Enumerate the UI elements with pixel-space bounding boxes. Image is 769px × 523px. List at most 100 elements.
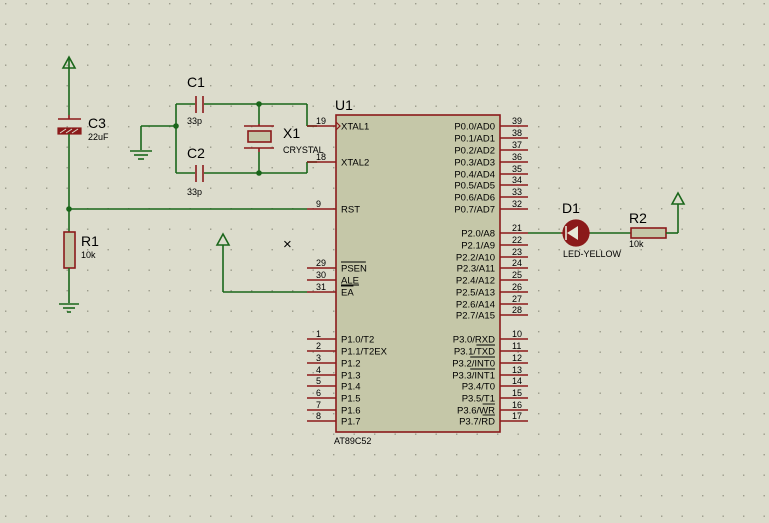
pin-number: 19: [316, 116, 326, 126]
pin-number: 34: [512, 175, 522, 185]
no-connect-marker[interactable]: ×: [283, 236, 292, 253]
pin-name: P1.1/T2EX: [341, 347, 388, 358]
crystal-x1[interactable]: [244, 124, 274, 152]
pin-name: P3.0/RXD: [453, 335, 495, 346]
pin-number: 33: [512, 187, 522, 197]
power-terminal-top-left[interactable]: [61, 55, 77, 70]
led-d1[interactable]: [561, 219, 590, 247]
pin-name: P2.6/A14: [456, 300, 495, 311]
pin-name: P3.7/RD: [459, 417, 495, 428]
pin-name: RST: [341, 205, 360, 216]
ground-symbol-crystal[interactable]: [130, 150, 152, 160]
c2-value-label: 33p: [187, 187, 202, 197]
r2-ref-label: R2: [629, 210, 647, 226]
pin-name: P0.4/AD4: [454, 170, 495, 181]
pin-number: 28: [512, 305, 522, 315]
pin-number: 25: [512, 270, 522, 280]
pin-name: P3.3/INT1: [452, 371, 495, 382]
ground-symbol-r1[interactable]: [59, 303, 79, 313]
r1-ref-label: R1: [81, 233, 99, 249]
pin-name: ALE: [341, 276, 359, 287]
capacitor-c1[interactable]: [195, 96, 204, 113]
pin-number: 7: [316, 400, 321, 410]
resistor-r2[interactable]: [630, 227, 667, 239]
pin-number: 3: [316, 353, 321, 363]
pin-name: P0.0/AD0: [454, 122, 495, 133]
chip-pin-5[interactable]: 5P1.4: [307, 376, 361, 393]
pin-name: P2.3/A11: [457, 264, 495, 275]
junction-x1-bottom: [256, 170, 262, 176]
pin-name: XTAL2: [341, 158, 369, 169]
pin-number: 32: [512, 199, 522, 209]
u1-ref-label: U1: [335, 97, 353, 113]
pin-number: 11: [512, 341, 521, 351]
x1-value-label: CRYSTAL: [283, 145, 324, 155]
x1-ref-label: X1: [283, 125, 300, 141]
r1-value-label: 10k: [81, 250, 96, 260]
pin-name: P1.6: [341, 406, 361, 417]
pin-number: 37: [512, 140, 522, 150]
pin-number: 22: [512, 235, 522, 245]
pin-name: P2.0/A8: [461, 229, 495, 240]
pin-number: 10: [512, 329, 522, 339]
chip-pin-8[interactable]: 8P1.7: [307, 411, 361, 428]
pin-number: 30: [316, 270, 326, 280]
r2-value-label: 10k: [629, 239, 644, 249]
chip-pin-4[interactable]: 4P1.3: [307, 365, 361, 382]
c2-ref-label: C2: [187, 145, 205, 161]
chip-u1-body[interactable]: [335, 114, 501, 433]
pin-number: 26: [512, 282, 522, 292]
resistor-r1[interactable]: [63, 231, 76, 269]
pin-name: P0.6/AD6: [454, 193, 495, 204]
pin-name: P2.5/A13: [456, 288, 495, 299]
power-terminal-ea[interactable]: [215, 232, 231, 250]
junction-cap-ground: [173, 123, 179, 129]
pin-number: 14: [512, 376, 522, 386]
chip-pin-6[interactable]: 6P1.5: [307, 388, 361, 405]
pin-name: P3.2/INT0: [452, 359, 495, 370]
chip-pin-3[interactable]: 3P1.2: [307, 353, 361, 370]
pin-name: P0.7/AD7: [454, 205, 495, 216]
u1-part-label: AT89C52: [334, 436, 371, 446]
c3-ref-label: C3: [88, 115, 106, 131]
capacitor-c2[interactable]: [195, 165, 204, 182]
chip-pin-2[interactable]: 2P1.1/T2EX: [307, 341, 388, 358]
power-terminal-right[interactable]: [670, 191, 686, 205]
pin-name: P2.1/A9: [461, 241, 495, 252]
chip-pin-7[interactable]: 7P1.6: [307, 400, 361, 417]
chip-pin-1[interactable]: 1P1.0/T2: [307, 329, 374, 346]
pin-name: P0.1/AD1: [454, 134, 495, 145]
pin-number: 17: [512, 411, 522, 421]
